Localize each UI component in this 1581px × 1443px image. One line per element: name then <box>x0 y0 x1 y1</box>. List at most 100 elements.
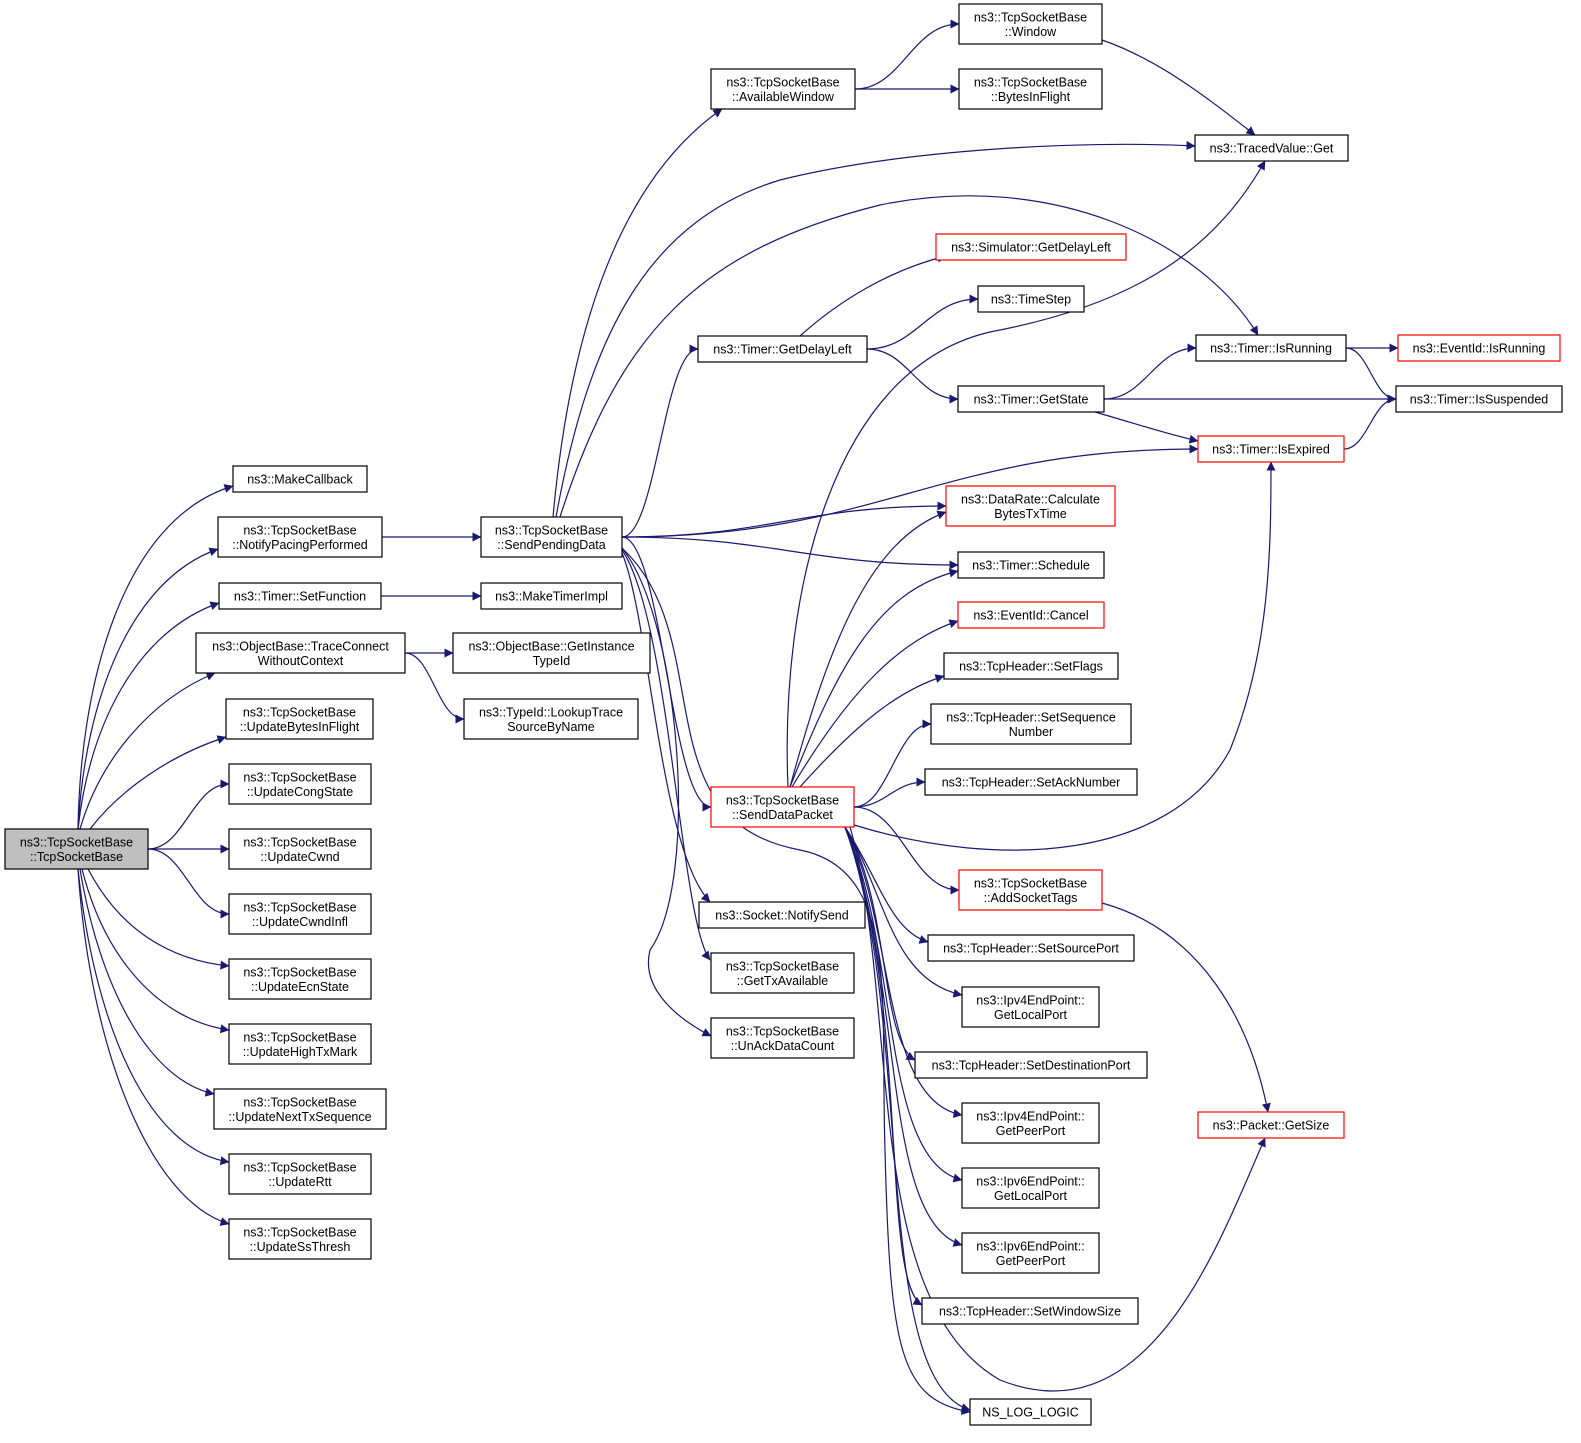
node-upd-ss[interactable]: ns3::TcpSocketBase::UpdateSsThresh <box>228 1218 372 1260</box>
node-label: ::UpdateCwnd <box>260 850 339 864</box>
node-ipv6-local[interactable]: ns3::Ipv6EndPoint::GetLocalPort <box>961 1167 1100 1209</box>
node-notify-send[interactable]: ns3::Socket::NotifySend <box>698 901 866 929</box>
edge-root-to-upd_ss <box>77 868 230 1226</box>
node-trace-connect[interactable]: ns3::ObjectBase::TraceConnectWithoutCont… <box>195 632 406 674</box>
node-avail-window[interactable]: ns3::TcpSocketBase::AvailableWindow <box>710 68 856 110</box>
edge-send_pending-to-timer_schedule <box>621 536 959 570</box>
node-upd-next[interactable]: ns3::TcpSocketBase::UpdateNextTxSequence <box>213 1088 387 1130</box>
node-label: ::UpdateRtt <box>268 1175 332 1189</box>
node-make-timer-impl[interactable]: ns3::MakeTimerImpl <box>480 582 623 610</box>
node-eventid-isrunning[interactable]: ns3::EventId::IsRunning <box>1397 334 1561 362</box>
node-timer-isrunning[interactable]: ns3::Timer::IsRunning <box>1195 334 1347 362</box>
node-send-pending[interactable]: ns3::TcpSocketBase::SendPendingData <box>480 516 623 558</box>
node-label: ns3::EventId::IsRunning <box>1413 342 1546 356</box>
edge-send_data-to-ipv4_peer <box>844 826 963 1118</box>
edge-send_data-to-set_ack <box>853 777 926 808</box>
node-label: GetLocalPort <box>994 1189 1067 1203</box>
node-set-dst-port[interactable]: ns3::TcpHeader::SetDestinationPort <box>914 1051 1148 1079</box>
node-timer-getdelay[interactable]: ns3::Timer::GetDelayLeft <box>697 335 868 363</box>
node-label: ::SendDataPacket <box>732 808 833 822</box>
node-label: ::SendPendingData <box>497 538 605 552</box>
node-box <box>927 934 1135 962</box>
edge-send_data-to-ipv6_local <box>844 826 963 1183</box>
node-unack[interactable]: ns3::TcpSocketBase::UnAckDataCount <box>710 1017 855 1059</box>
node-add-socket-tags[interactable]: ns3::TcpSocketBase::AddSocketTags <box>958 869 1103 911</box>
node-timer-schedule[interactable]: ns3::Timer::Schedule <box>957 551 1105 579</box>
node-send-data[interactable]: ns3::TcpSocketBase::SendDataPacket <box>710 786 855 828</box>
edge-send_data-to-timer_schedule <box>789 568 959 788</box>
node-set-src-port[interactable]: ns3::TcpHeader::SetSourcePort <box>927 934 1135 962</box>
edge-send_data-to-timer_isexpired <box>853 461 1276 851</box>
edge-root-to-upd_next <box>79 868 215 1097</box>
node-upd-rtt[interactable]: ns3::TcpSocketBase::UpdateRtt <box>228 1153 372 1195</box>
node-label: WithoutContext <box>258 654 344 668</box>
node-bytes-in-flight[interactable]: ns3::TcpSocketBase::BytesInFlight <box>958 68 1103 110</box>
node-label: ns3::TcpSocketBase <box>974 876 1087 890</box>
edge-send_data-to-set_flags <box>799 674 945 788</box>
edge-trace_connect-to-lookup_trace <box>404 652 465 724</box>
node-set-flags[interactable]: ns3::TcpHeader::SetFlags <box>943 652 1119 680</box>
node-label: ns3::TcpSocketBase <box>243 1030 356 1044</box>
node-label: ns3::Simulator::GetDelayLeft <box>951 241 1111 255</box>
node-label: ns3::TcpSocketBase <box>243 1095 356 1109</box>
node-timer-isexpired[interactable]: ns3::Timer::IsExpired <box>1197 435 1345 463</box>
edge-timer_getstate-to-timer_isexpired <box>1094 411 1199 444</box>
node-box <box>1395 385 1563 413</box>
node-ipv4-local[interactable]: ns3::Ipv4EndPoint::GetLocalPort <box>961 986 1100 1028</box>
node-label: ::AvailableWindow <box>732 90 835 104</box>
edge-send_pending-to-timer_isexpired <box>621 444 1199 538</box>
node-label: ns3::EventId::Cancel <box>973 609 1088 623</box>
node-window[interactable]: ns3::TcpSocketBase::Window <box>958 3 1103 45</box>
node-label: ns3::TcpSocketBase <box>726 959 839 973</box>
node-box <box>710 68 856 110</box>
edge-root-to-upd_rtt <box>77 868 230 1166</box>
edge-timer_isrunning-to-timer_issuspended <box>1345 347 1397 404</box>
node-label: ::UpdateHighTxMark <box>243 1045 358 1059</box>
node-set-window[interactable]: ns3::TcpHeader::SetWindowSize <box>921 1297 1139 1325</box>
node-timer-issuspended[interactable]: ns3::Timer::IsSuspended <box>1395 385 1563 413</box>
node-eventid-cancel[interactable]: ns3::EventId::Cancel <box>957 601 1105 629</box>
node-timer-getstate[interactable]: ns3::Timer::GetState <box>957 385 1105 413</box>
node-traced-get[interactable]: ns3::TracedValue::Get <box>1194 134 1349 162</box>
node-upd-cong[interactable]: ns3::TcpSocketBase::UpdateCongState <box>228 763 372 805</box>
node-root[interactable]: ns3::TcpSocketBase::TcpSocketBase <box>4 828 149 870</box>
node-upd-ecn[interactable]: ns3::TcpSocketBase::UpdateEcnState <box>228 958 372 1000</box>
node-label: GetLocalPort <box>994 1008 1067 1022</box>
node-get-tx-avail[interactable]: ns3::TcpSocketBase::GetTxAvailable <box>710 952 855 994</box>
node-box <box>225 698 374 740</box>
node-box <box>958 869 1103 911</box>
node-ns-log[interactable]: NS_LOG_LOGIC <box>969 1398 1092 1426</box>
node-timestep[interactable]: ns3::TimeStep <box>977 285 1085 313</box>
edge-root-to-upd_ecn <box>87 868 230 970</box>
node-upd-cwndinfl[interactable]: ns3::TcpSocketBase::UpdateCwndInfl <box>228 893 372 935</box>
node-box <box>957 601 1105 629</box>
node-box <box>1194 134 1349 162</box>
node-box <box>697 335 868 363</box>
node-set-ack[interactable]: ns3::TcpHeader::SetAckNumber <box>924 768 1138 796</box>
edge-send_pending-to-traced_get <box>555 141 1196 518</box>
node-box <box>228 1218 372 1260</box>
node-upd-cwnd[interactable]: ns3::TcpSocketBase::UpdateCwnd <box>228 828 372 870</box>
node-box <box>452 632 651 674</box>
node-label: ns3::Timer::GetState <box>974 393 1089 407</box>
node-box <box>1397 334 1561 362</box>
node-make-callback[interactable]: ns3::MakeCallback <box>232 465 368 493</box>
node-box <box>710 1017 855 1059</box>
edge-root-to-make_callback <box>77 484 234 830</box>
edge-root-to-notify_pacing <box>77 547 219 830</box>
node-packet-getsize[interactable]: ns3::Packet::GetSize <box>1197 1111 1345 1139</box>
node-set-function[interactable]: ns3::Timer::SetFunction <box>218 582 382 610</box>
node-box <box>710 786 855 828</box>
node-sim-getdelay[interactable]: ns3::Simulator::GetDelayLeft <box>935 233 1127 261</box>
node-ipv4-peer[interactable]: ns3::Ipv4EndPoint::GetPeerPort <box>961 1102 1100 1144</box>
edge-timer_getstate-to-timer_isrunning <box>1103 343 1197 400</box>
node-ipv6-peer[interactable]: ns3::Ipv6EndPoint::GetPeerPort <box>961 1232 1100 1274</box>
node-upd-bytes[interactable]: ns3::TcpSocketBase::UpdateBytesInFlight <box>225 698 374 740</box>
node-upd-high[interactable]: ns3::TcpSocketBase::UpdateHighTxMark <box>228 1023 372 1065</box>
node-label: ns3::TcpSocketBase <box>726 1024 839 1038</box>
node-notify-pacing[interactable]: ns3::TcpSocketBase::NotifyPacingPerforme… <box>217 516 383 558</box>
